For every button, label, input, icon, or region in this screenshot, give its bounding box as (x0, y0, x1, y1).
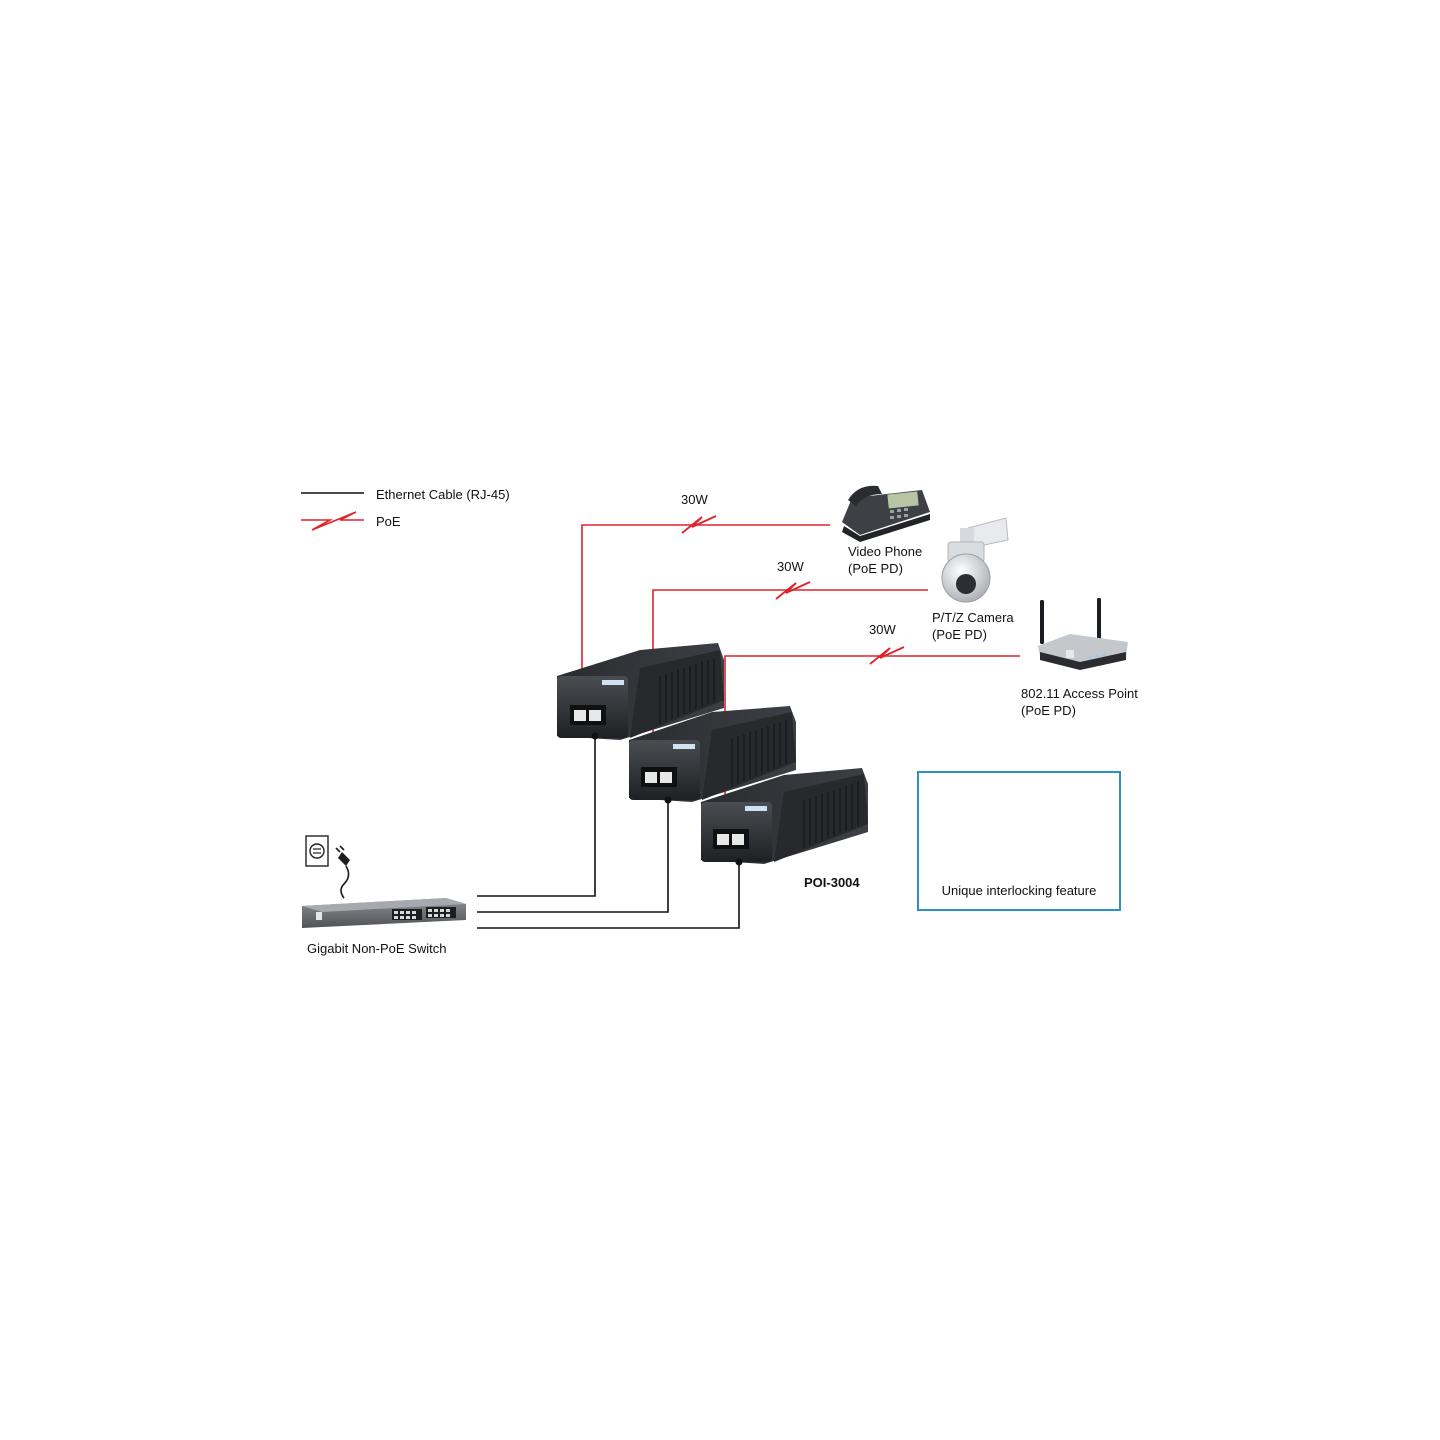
gigabit-switch-icon (302, 898, 466, 928)
camera-label: P/T/Z Camera (932, 610, 1014, 625)
poe-legend-icon (301, 511, 364, 531)
ethernet-cable-3 (477, 862, 740, 929)
camera-sublabel: (PoE PD) (932, 627, 987, 642)
poe-injector-1 (557, 643, 724, 740)
poe-bolt-ap (869, 646, 905, 665)
ptz-camera-icon (941, 517, 1009, 603)
poe-injector-3 (701, 768, 868, 866)
poe-cable-phone (581, 524, 830, 690)
video-phone-sublabel: (PoE PD) (848, 561, 903, 576)
injector-model-label: POI-3004 (804, 875, 860, 890)
poe-injector-2 (629, 706, 796, 804)
interlocking-feature-label: Unique interlocking feature (941, 883, 1097, 898)
legend-ethernet-label: Ethernet Cable (RJ-45) (376, 487, 510, 502)
ethernet-cable-2 (477, 800, 669, 913)
power-outlet-icon (305, 835, 329, 867)
power-label-ap: 30W (869, 622, 896, 637)
interlocking-feature-box: Unique interlocking feature (917, 771, 1121, 911)
ethernet-cable-1 (477, 736, 596, 897)
switch-label: Gigabit Non-PoE Switch (307, 941, 447, 956)
power-label-phone: 30W (681, 492, 708, 507)
power-label-camera: 30W (777, 559, 804, 574)
poe-bolt-camera (775, 581, 811, 600)
legend (301, 492, 364, 531)
access-point-icon (1038, 598, 1128, 670)
power-plug-icon (335, 845, 350, 899)
poe-bolt-phone (681, 515, 717, 534)
access-point-sublabel: (PoE PD) (1021, 703, 1076, 718)
ethernet-cables (477, 736, 740, 929)
access-point-label: 802.11 Access Point (1021, 686, 1138, 701)
video-phone-label: Video Phone (848, 544, 923, 559)
legend-poe-label: PoE (376, 514, 401, 529)
video-phone-icon (842, 485, 930, 542)
